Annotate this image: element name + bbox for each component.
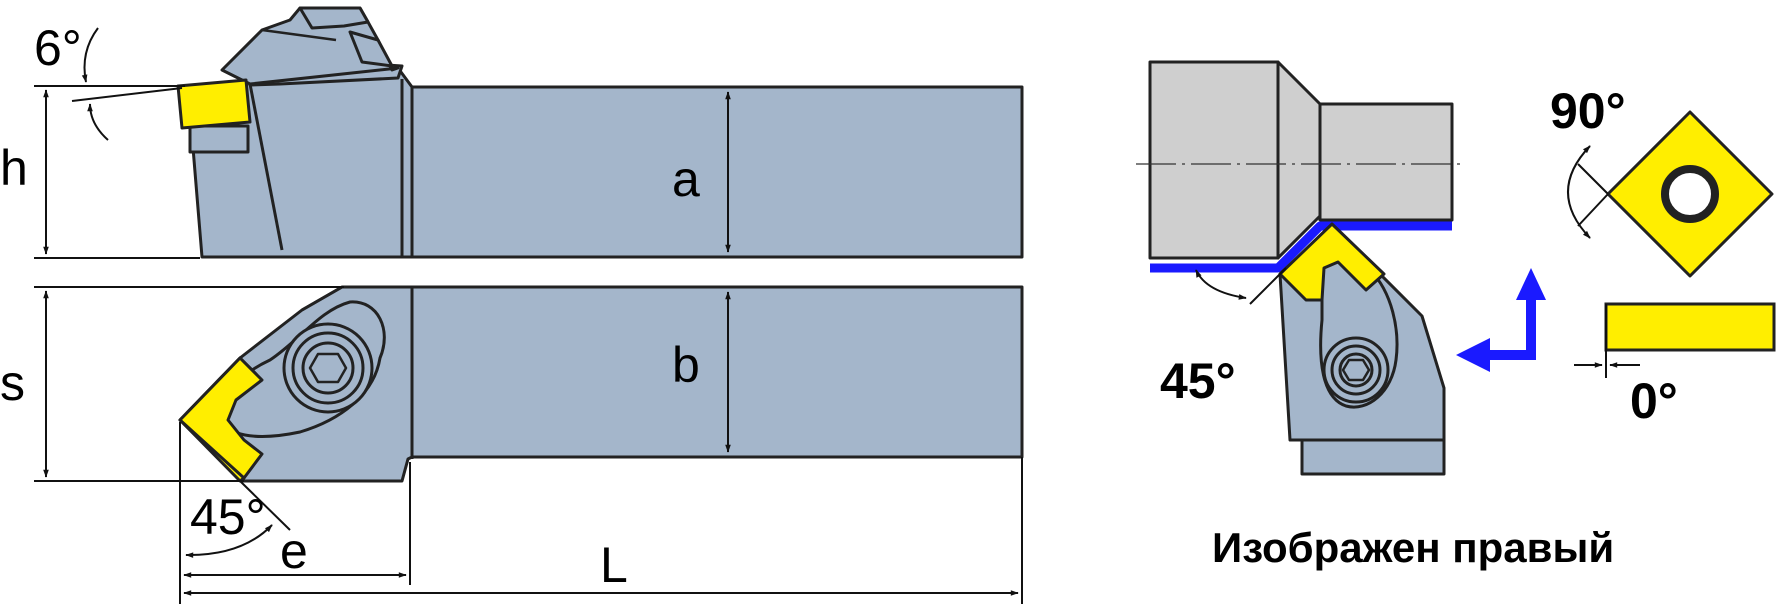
insert-right[interactable] — [1278, 222, 1386, 302]
insert-plan-view — [1606, 110, 1774, 278]
shank-top — [410, 285, 1024, 459]
lead-angle-right-dimension — [1195, 267, 1287, 305]
workpiece — [1136, 60, 1466, 273]
height-h-label: h — [0, 140, 28, 196]
insert-side[interactable] — [176, 78, 252, 130]
workpiece-large — [1148, 60, 1280, 260]
insert-angle-dimension — [1567, 145, 1609, 239]
shim-side — [188, 124, 250, 154]
insert-angle-label: 90° — [1550, 83, 1626, 139]
dimension-s — [34, 286, 344, 482]
insert-clearance-label: 0° — [1630, 373, 1678, 429]
insert-side-profile[interactable] — [1604, 302, 1776, 352]
shank-a-label: a — [672, 151, 700, 207]
side-view — [176, 6, 1024, 259]
hex-socket-right-icon — [1341, 358, 1371, 382]
workpiece-small — [1318, 102, 1454, 222]
lead-angle-bottom-label: 45° — [190, 489, 266, 545]
lead-angle-right-label: 45° — [1160, 353, 1236, 409]
insert-hole — [1661, 165, 1719, 223]
length-L-label: L — [600, 537, 628, 593]
hex-socket-icon — [308, 352, 348, 384]
top-view — [178, 285, 1024, 483]
holder-right — [1278, 222, 1446, 476]
clearance-angle-label: 6° — [34, 20, 82, 76]
dimension-e-L — [179, 422, 1023, 604]
shank-b-label: b — [672, 337, 700, 393]
cut-surface — [1150, 221, 1452, 273]
dimension-h — [34, 27, 200, 259]
caption: Изображен правый — [1212, 524, 1614, 571]
offset-e-label: e — [280, 523, 308, 579]
shank-side — [410, 85, 1024, 259]
insert-clearance-dimension — [1574, 304, 1640, 378]
feed-direction-arrows-icon — [1456, 268, 1546, 372]
height-s-label: s — [0, 355, 25, 411]
holder-shank-right — [1300, 438, 1446, 476]
